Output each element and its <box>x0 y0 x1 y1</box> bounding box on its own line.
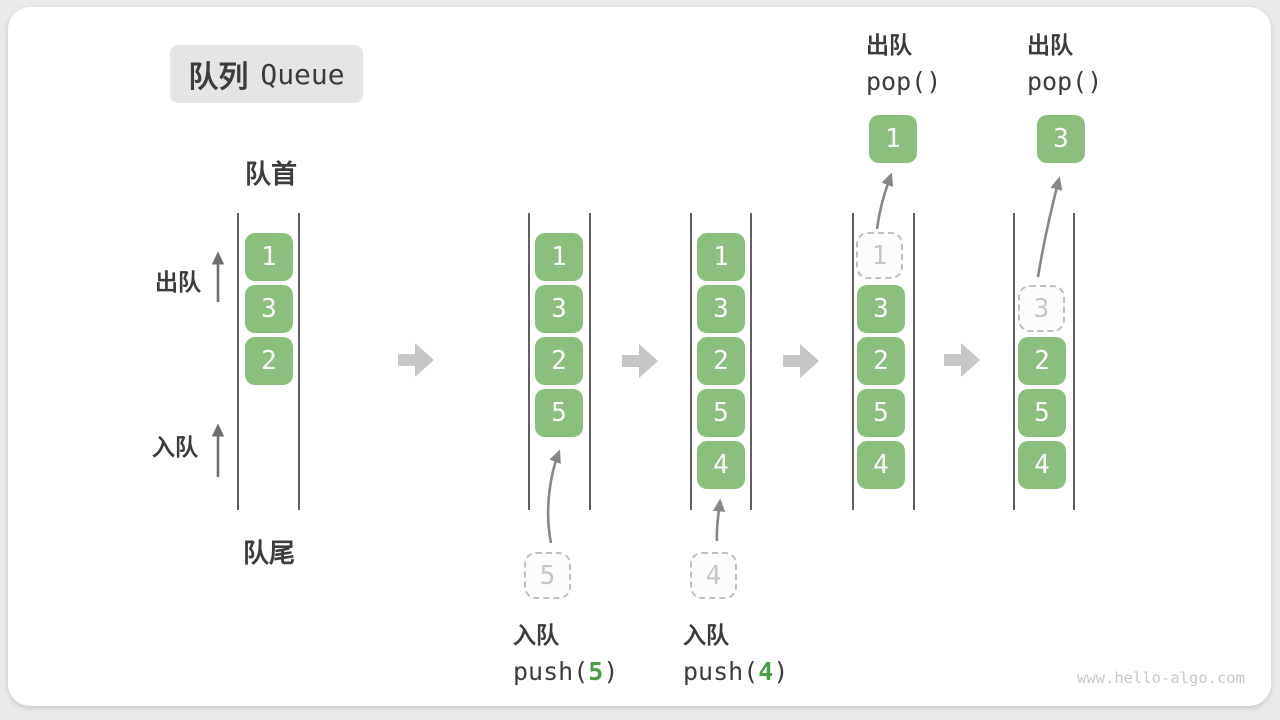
incoming-cell: 4 <box>690 552 737 599</box>
op-push-4: 入队 push(4) <box>683 622 788 687</box>
queue-cell: 4 <box>857 441 905 489</box>
state-transition-arrow <box>398 343 434 377</box>
queue-cell: 4 <box>697 441 745 489</box>
state-transition-arrow <box>783 344 819 378</box>
op-pop-1: 出队 pop() <box>866 32 941 97</box>
queue-wall <box>237 213 239 510</box>
state-transition-arrow <box>944 343 980 377</box>
op-push-5-code: push(5) <box>513 657 618 687</box>
pop-1-arrow <box>875 172 893 230</box>
popped-cell: 3 <box>1037 115 1085 163</box>
push-4-arrow <box>712 498 726 542</box>
popped-ghost-cell: 1 <box>856 232 903 279</box>
op-pop-1-code: pop() <box>866 67 941 97</box>
code-pre: pop() <box>866 66 942 96</box>
state-transition-arrow <box>622 344 658 378</box>
front-label: 队首 <box>245 159 298 189</box>
code-pre: push( <box>683 656 759 686</box>
op-push-5-label: 入队 <box>513 622 559 648</box>
dequeue-side-label: 出队 <box>155 269 201 295</box>
watermark: www.hello-algo.com <box>1077 669 1245 687</box>
rear-label: 队尾 <box>243 538 296 568</box>
op-pop-3-code: pop() <box>1027 67 1102 97</box>
queue-cell: 1 <box>697 233 745 281</box>
code-arg: 5 <box>588 656 604 686</box>
queue-cell: 5 <box>697 389 745 437</box>
popped-cell: 1 <box>869 115 917 163</box>
title-zh: 队列 <box>188 61 249 94</box>
code-arg: 4 <box>758 656 774 686</box>
queue-cell: 4 <box>1018 441 1066 489</box>
queue-cell: 2 <box>697 337 745 385</box>
queue-wall <box>750 213 752 510</box>
queue-cell: 3 <box>697 285 745 333</box>
title-badge: 队列 Queue <box>170 45 363 103</box>
queue-cell: 5 <box>535 389 583 437</box>
queue-cell: 1 <box>535 233 583 281</box>
queue-cell: 2 <box>1018 337 1066 385</box>
op-push-4-label: 入队 <box>683 622 729 648</box>
incoming-cell: 5 <box>524 552 571 599</box>
queue-wall <box>1013 213 1015 510</box>
pop-3-arrow <box>1036 176 1063 278</box>
code-post: ) <box>603 656 619 686</box>
queue-cell: 3 <box>535 285 583 333</box>
queue-cell: 1 <box>245 233 293 281</box>
title-en: Queue <box>260 57 345 91</box>
op-pop-1-label: 出队 <box>866 32 912 58</box>
op-pop-3-label: 出队 <box>1027 32 1073 58</box>
queue-cell: 3 <box>245 285 293 333</box>
queue-cell: 2 <box>857 337 905 385</box>
queue-wall <box>852 213 854 510</box>
queue-wall <box>690 213 692 510</box>
enqueue-side-label: 入队 <box>152 434 198 460</box>
code-pre: pop() <box>1027 66 1103 96</box>
code-post: ) <box>773 656 789 686</box>
popped-ghost-cell: 3 <box>1018 285 1065 332</box>
queue-cell: 2 <box>535 337 583 385</box>
queue-wall <box>589 213 591 510</box>
queue-wall <box>528 213 530 510</box>
queue-cell: 2 <box>245 337 293 385</box>
queue-wall <box>913 213 915 510</box>
op-pop-3: 出队 pop() <box>1027 32 1102 97</box>
queue-cell: 5 <box>857 389 905 437</box>
code-pre: push( <box>513 656 589 686</box>
op-push-5: 入队 push(5) <box>513 622 618 687</box>
queue-wall <box>298 213 300 510</box>
queue-cell: 5 <box>1018 389 1066 437</box>
queue-wall <box>1073 213 1075 510</box>
push-5-arrow <box>546 449 561 544</box>
op-push-4-code: push(4) <box>683 657 788 687</box>
queue-cell: 3 <box>857 285 905 333</box>
